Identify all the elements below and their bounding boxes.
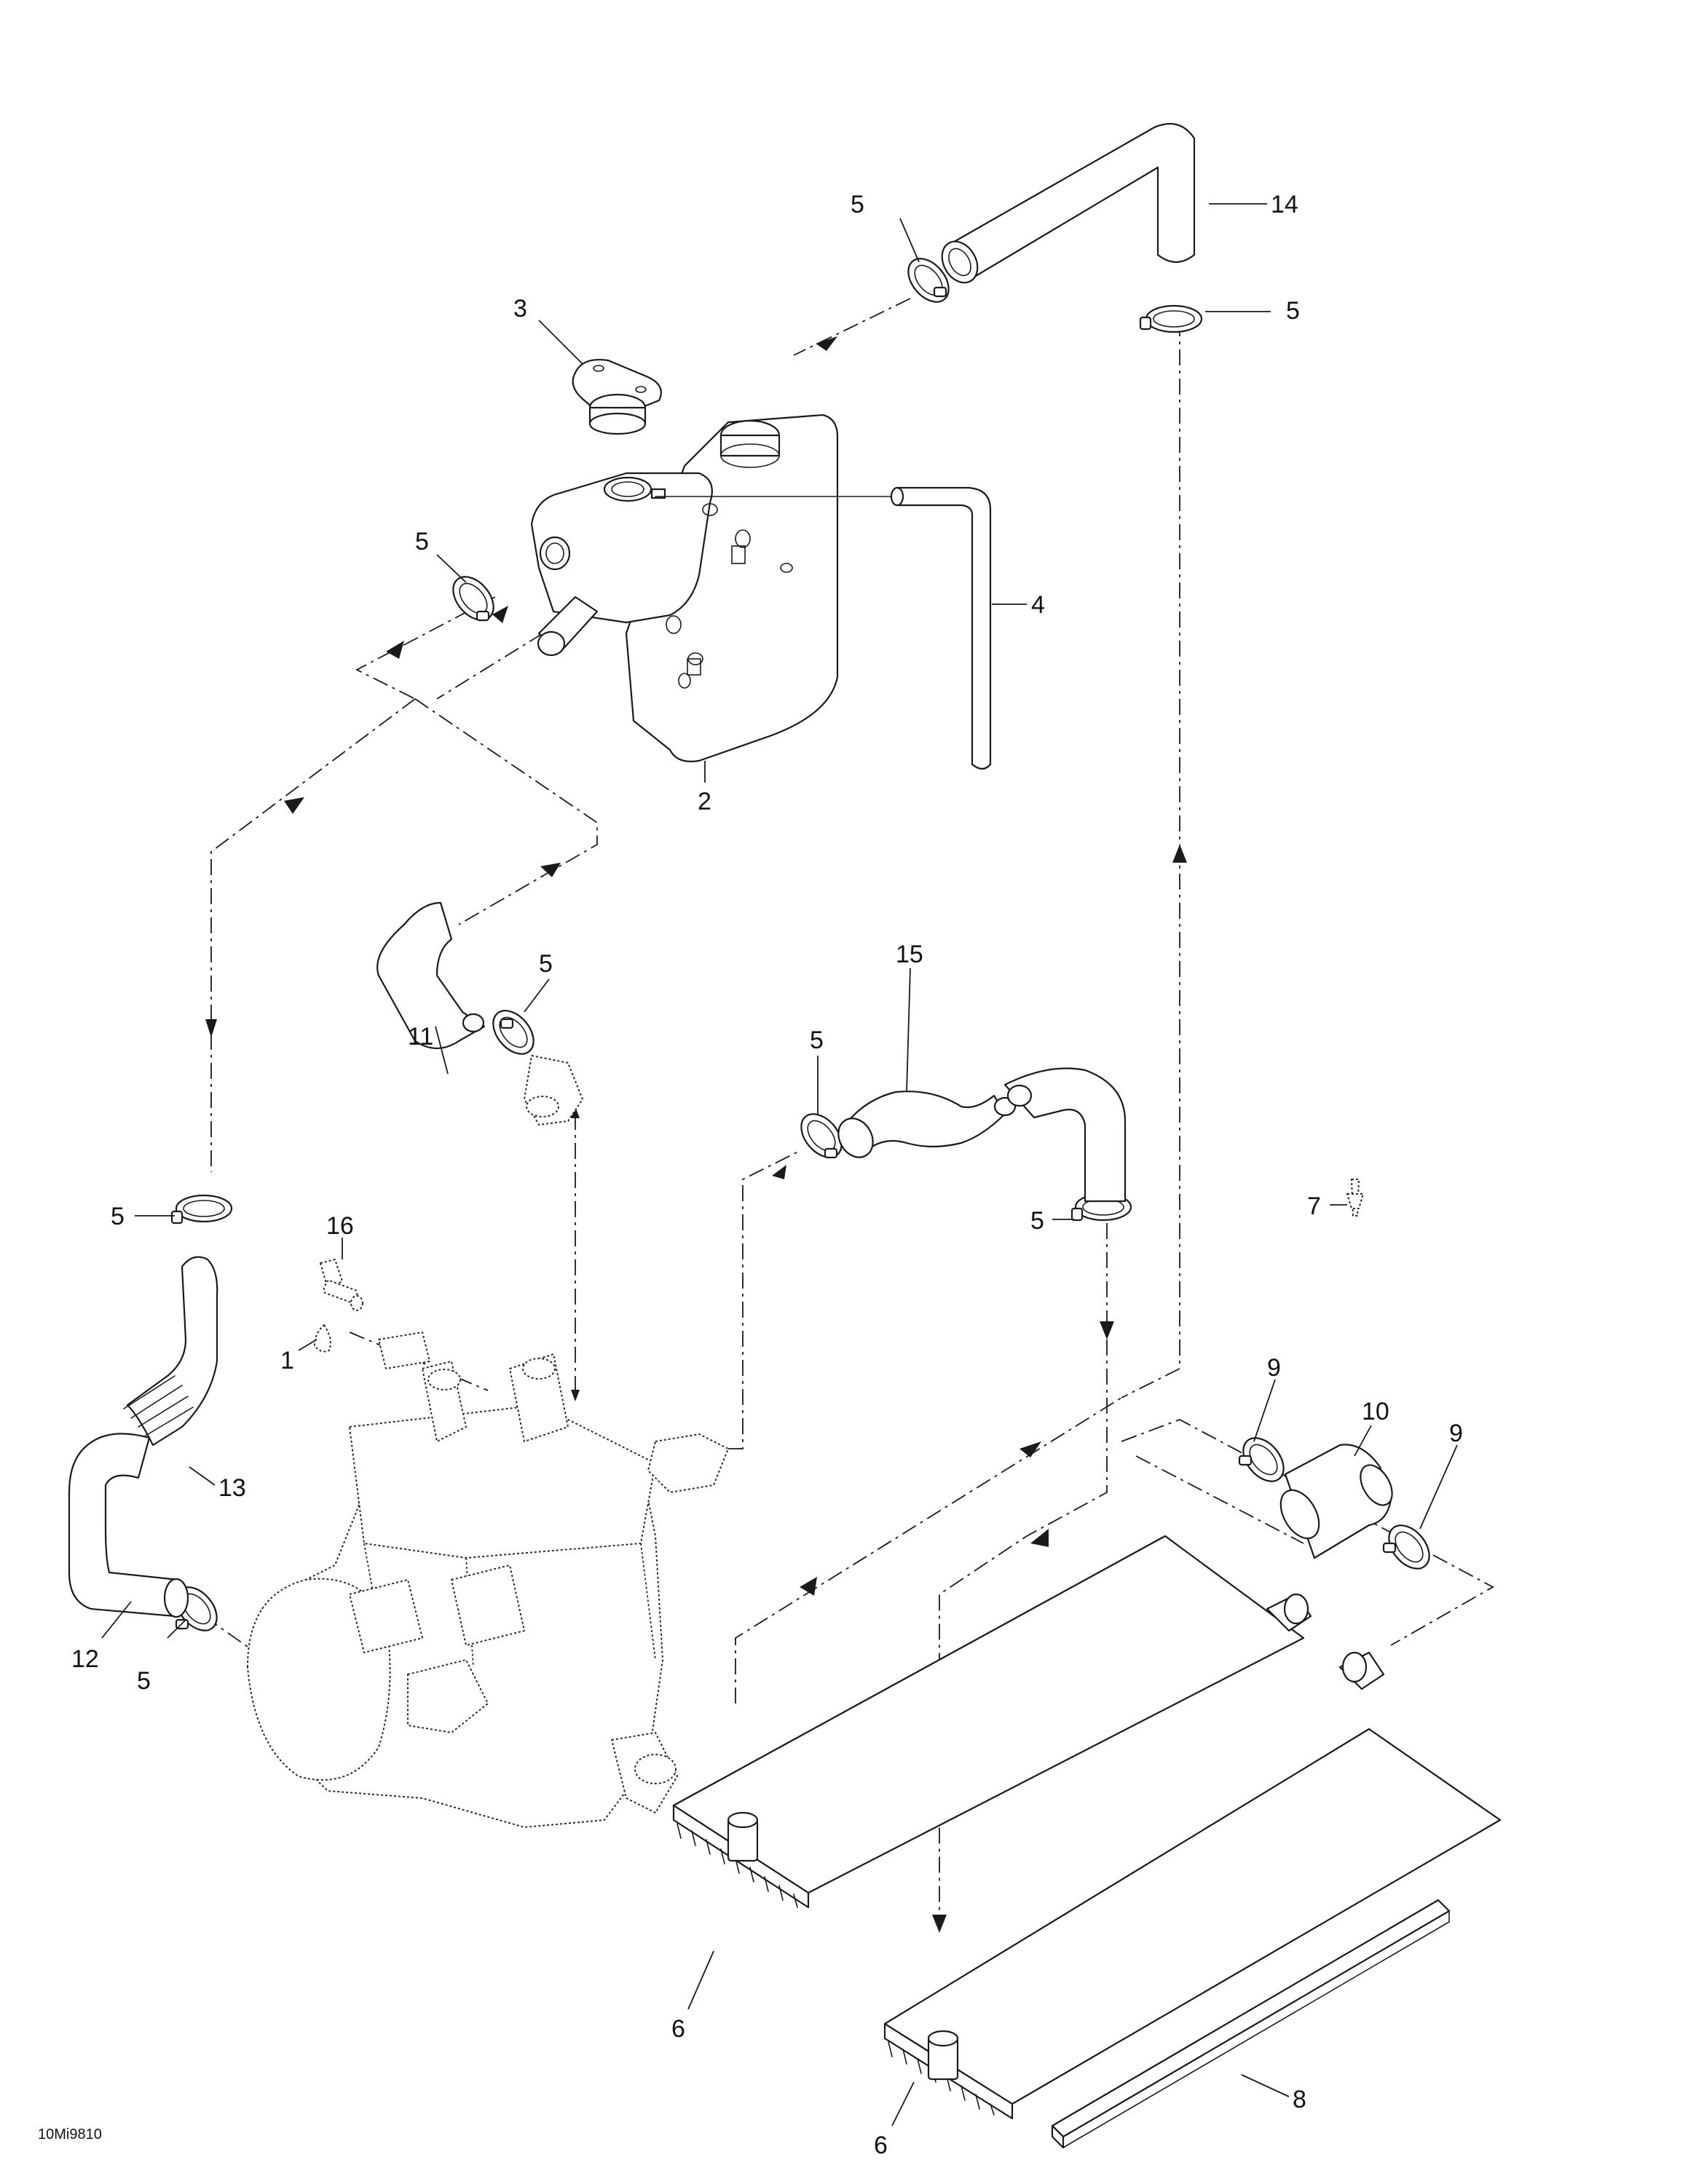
hose-15 [837,1067,1127,1203]
hose-clamp-9 [1238,1437,1285,1482]
flow-arrow [284,797,304,814]
hose-clamp-5 [1139,304,1203,333]
callout-5: 5 [539,950,553,978]
callout-5: 5 [111,1203,125,1230]
coolant-reservoir-2 [530,414,896,763]
flow-arrow [1172,844,1187,863]
hose-13 [123,1256,218,1447]
callout-3: 3 [513,295,527,323]
callout-5: 5 [415,528,429,555]
flow-arrow [800,1577,817,1596]
drawing-code: 10Mi9810 [38,2126,102,2143]
flow-arrow [772,1165,786,1179]
pin-7 [1346,1179,1364,1216]
flow-arrow [571,1390,580,1401]
flow-arrow [816,336,837,351]
callout-11: 11 [408,1023,433,1051]
hose-clamp-5 [800,1113,843,1159]
callout-10: 10 [1362,1398,1389,1425]
pressure-cap-3 [572,359,662,435]
flow-arrow [492,606,508,623]
callout-labels: 14 5 5 3 4 5 2 5 15 5 11 5 5 16 7 1 9 10… [71,191,1463,2159]
callout-4: 4 [1031,591,1045,619]
hose-14 [941,122,1196,284]
hose-clamp-5 [907,258,950,303]
flow-arrow [932,1915,947,1933]
callout-12: 12 [71,1645,99,1673]
leader-lines [101,203,1458,2126]
hose-11 [376,901,583,1125]
radiator-protector-8 [1051,1899,1451,2149]
callout-8: 8 [1293,2086,1306,2113]
callout-6: 6 [874,2132,888,2159]
hose-clamp-9 [1382,1524,1430,1570]
callout-9: 9 [1267,1354,1281,1382]
flow-arrow [1030,1529,1049,1547]
temperature-sensor-16 [320,1259,363,1311]
callout-1: 1 [280,1347,294,1374]
connector-hose-10 [1279,1444,1393,1559]
callout-2: 2 [698,788,711,815]
callout-5: 5 [851,191,864,218]
callout-16: 16 [326,1212,354,1240]
flow-arrow [1019,1441,1041,1457]
flow-arrow [386,641,404,659]
callout-5: 5 [1030,1207,1044,1235]
overflow-tube-4 [890,486,992,770]
callout-13: 13 [218,1474,246,1502]
hose-clamp-5 [170,1194,233,1224]
hose-clamp-5 [452,576,494,622]
sealant-drop-1 [314,1324,331,1353]
callout-7: 7 [1307,1192,1321,1220]
flow-arrow [205,1019,217,1037]
engine-ghost [247,1332,729,1828]
callout-5: 5 [137,1667,151,1695]
flow-arrow [1100,1321,1114,1340]
flow-arrow [571,1107,580,1118]
hose-clamp-5 [492,1010,535,1055]
callout-9: 9 [1449,1420,1463,1447]
callout-6: 6 [671,2015,685,2043]
callout-15: 15 [896,941,923,968]
callout-14: 14 [1271,191,1298,218]
flow-arrow [540,863,561,877]
callout-5: 5 [810,1026,824,1054]
radiator-6-lower [883,1651,1502,2120]
radiator-6-upper [672,1535,1312,1909]
callout-5: 5 [1286,297,1300,325]
hose-12 [68,1433,189,1618]
